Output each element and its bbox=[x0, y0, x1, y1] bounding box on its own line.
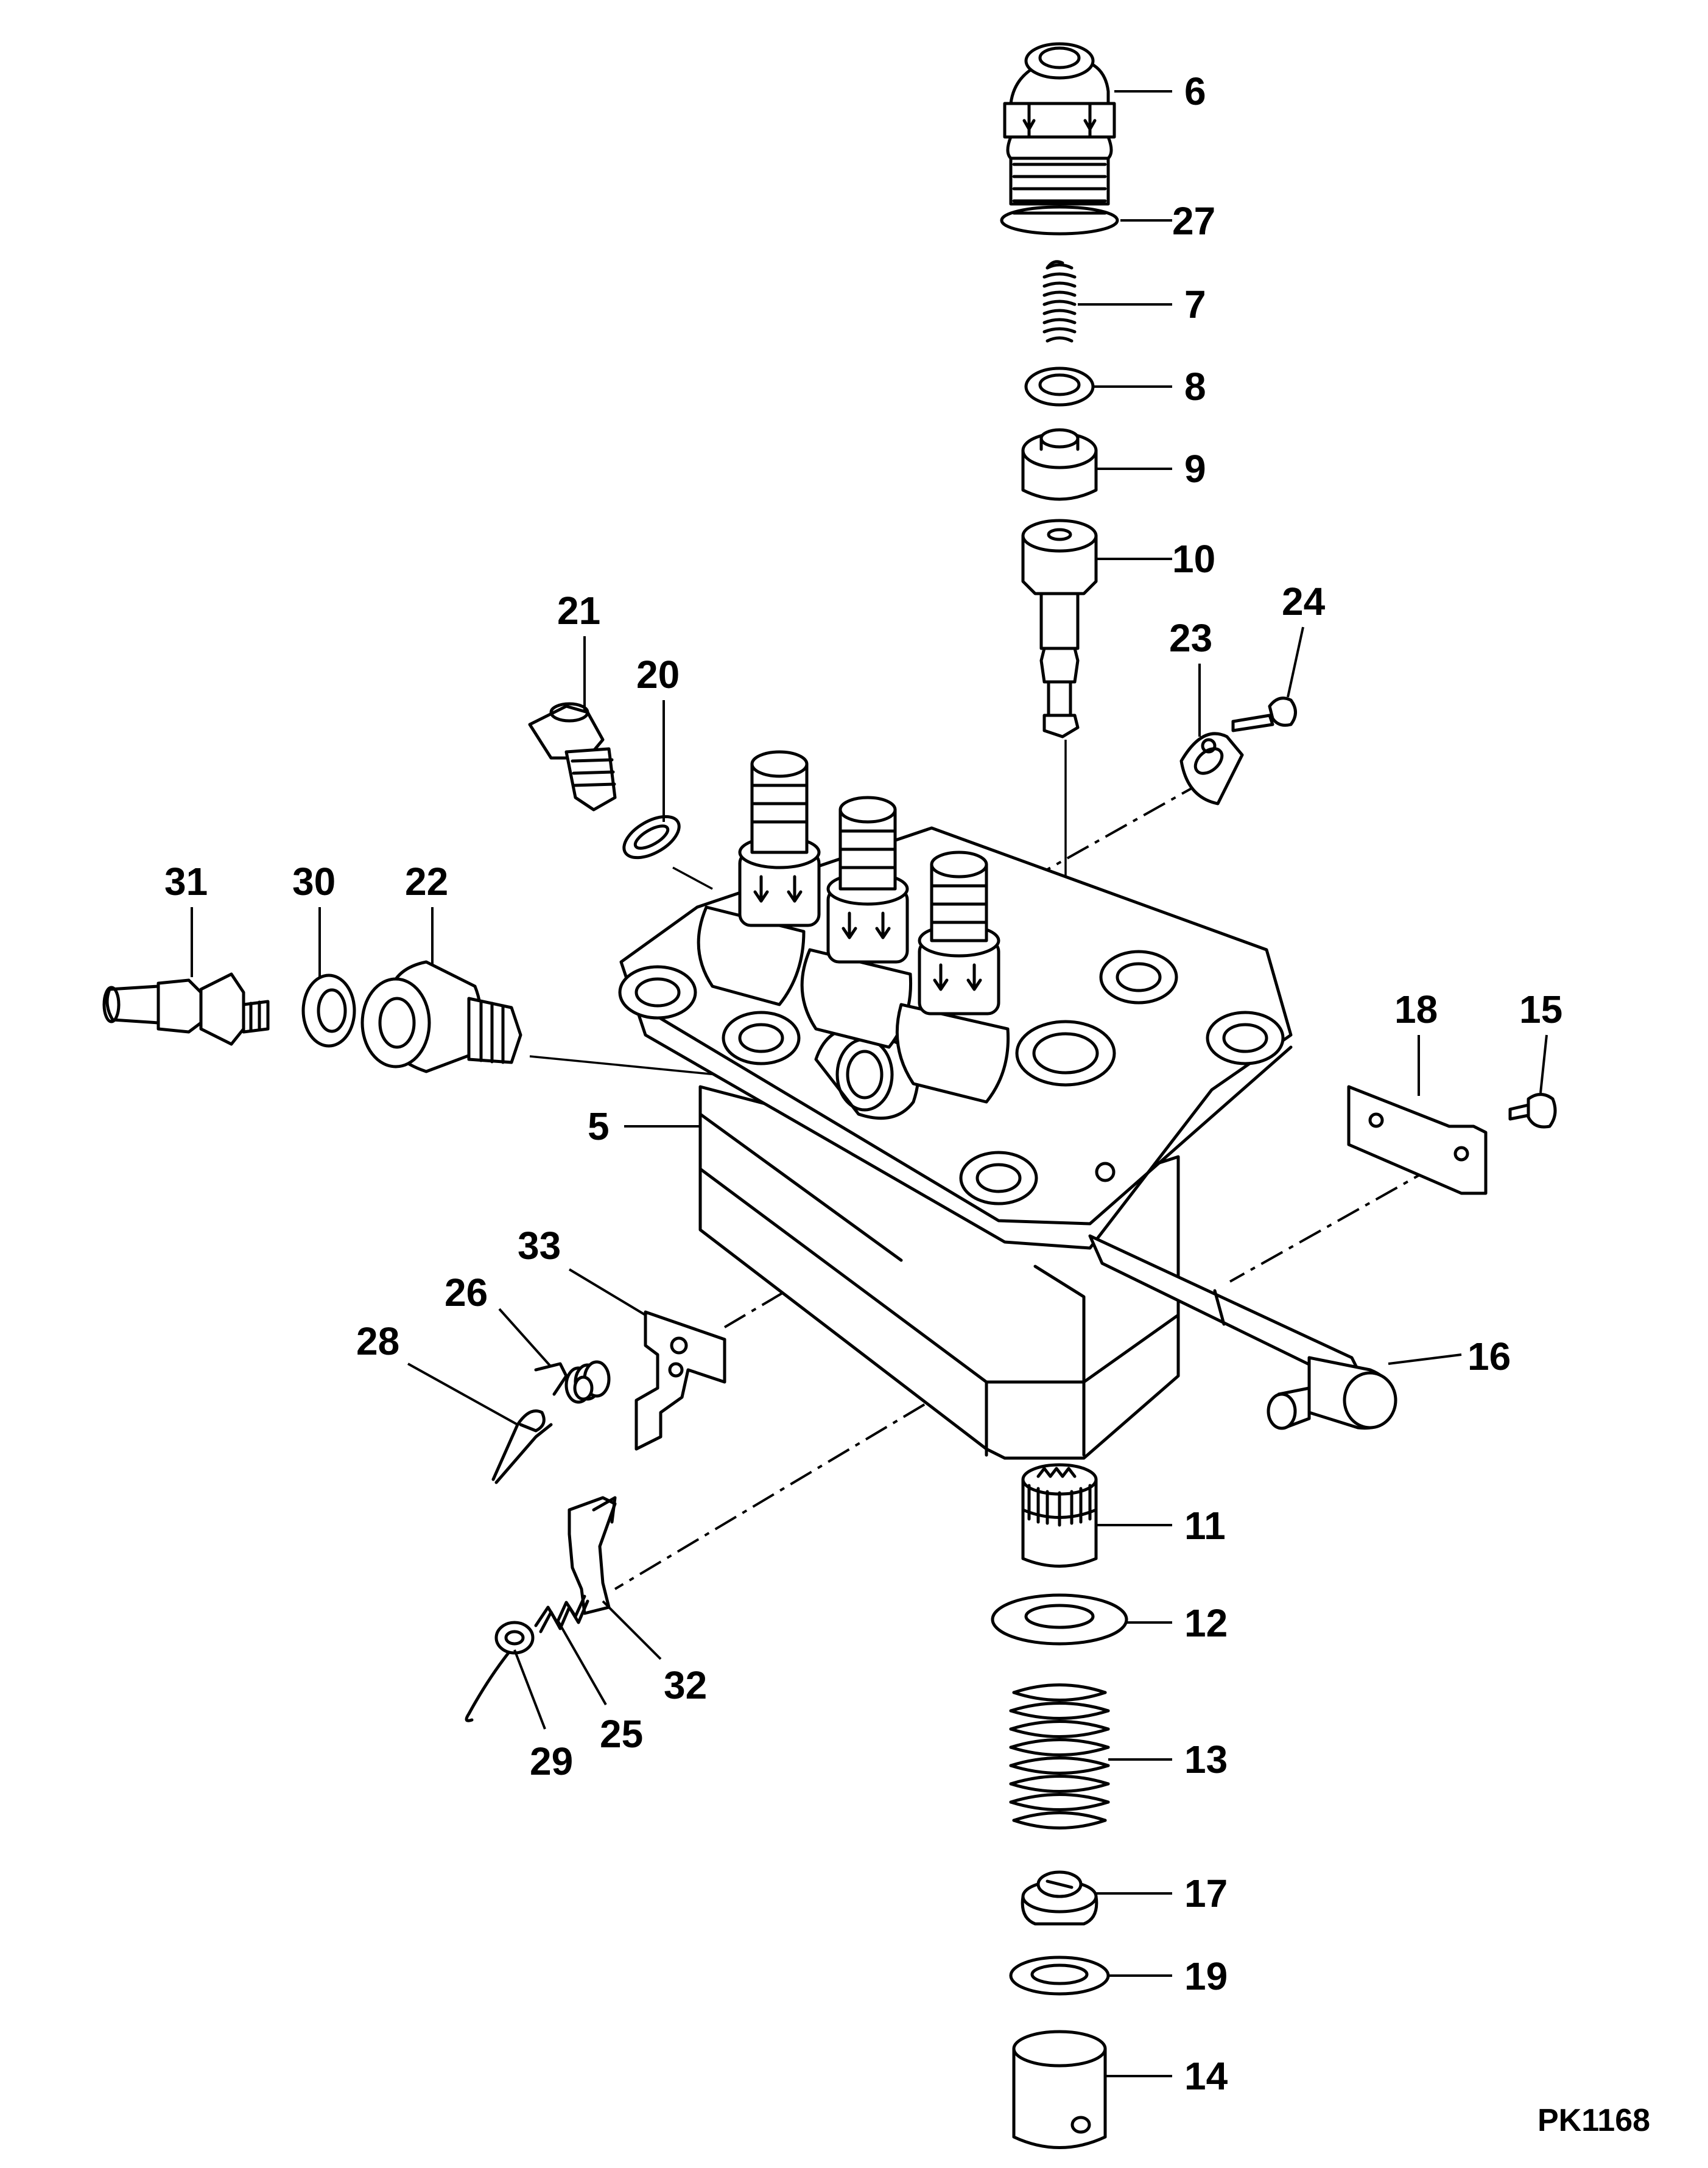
leader-lines bbox=[191, 90, 1548, 2077]
gasket-part-8 bbox=[1024, 367, 1095, 407]
shim-part-19 bbox=[1009, 1956, 1110, 1996]
callout-9: 9 bbox=[1184, 447, 1206, 491]
callout-15: 15 bbox=[1519, 988, 1562, 1031]
cover-plate-part-18 bbox=[1347, 1085, 1488, 1195]
callout-10: 10 bbox=[1172, 537, 1215, 581]
callout-18: 18 bbox=[1394, 988, 1438, 1031]
upper-spring-seat-part-12 bbox=[991, 1593, 1128, 1646]
delivery-valve-part-9 bbox=[1021, 428, 1098, 501]
center-line-20 bbox=[672, 866, 713, 890]
callout-26: 26 bbox=[445, 1271, 488, 1314]
callout-6: 6 bbox=[1184, 69, 1206, 113]
delivery-valve-holder-right bbox=[918, 851, 1000, 1016]
lever-part-33 bbox=[634, 1310, 726, 1451]
callout-24: 24 bbox=[1282, 580, 1326, 623]
screw-part-24 bbox=[1231, 696, 1297, 732]
delivery-valve-holder-part-6 bbox=[1003, 42, 1116, 215]
callout-22: 22 bbox=[405, 860, 448, 903]
lower-spring-seat-part-17 bbox=[1021, 1870, 1098, 1926]
spring-part-7 bbox=[1042, 260, 1077, 343]
callout-11: 11 bbox=[1184, 1504, 1226, 1548]
o-ring-part-27 bbox=[1000, 205, 1119, 236]
callout-8: 8 bbox=[1184, 365, 1206, 409]
plunger-part-10 bbox=[1021, 519, 1098, 738]
spring-clip-part-28 bbox=[491, 1409, 553, 1484]
circlip-part-29 bbox=[465, 1621, 535, 1722]
callout-labels: 6 27 7 8 9 10 21 20 23 24 31 30 22 18 15… bbox=[164, 69, 1562, 2098]
spring-part-26 bbox=[534, 1360, 611, 1404]
nipple-part-31 bbox=[102, 972, 270, 1046]
washer-part-20 bbox=[622, 815, 681, 860]
stop-lever-part-32 bbox=[568, 1496, 617, 1615]
callout-23: 23 bbox=[1169, 616, 1212, 660]
delivery-valve-holder-left bbox=[738, 750, 821, 927]
callout-33: 33 bbox=[518, 1224, 561, 1268]
control-sleeve-gear-part-11 bbox=[1021, 1463, 1098, 1568]
callout-28: 28 bbox=[356, 1319, 399, 1363]
callout-30: 30 bbox=[292, 860, 336, 903]
dashed-line-32 bbox=[614, 1381, 963, 1590]
delivery-valve-holder-middle bbox=[826, 796, 909, 964]
callout-27: 27 bbox=[1172, 199, 1215, 243]
callout-12: 12 bbox=[1184, 1601, 1228, 1645]
callout-25: 25 bbox=[600, 1712, 643, 1756]
callout-16: 16 bbox=[1467, 1335, 1511, 1378]
callout-31: 31 bbox=[164, 860, 208, 903]
drawing-code: PK1168 bbox=[1538, 2103, 1650, 2138]
callout-5: 5 bbox=[588, 1104, 610, 1148]
spring-part-25 bbox=[534, 1594, 589, 1633]
tappet-part-14 bbox=[1012, 2030, 1107, 2149]
washer-part-30 bbox=[301, 973, 356, 1048]
union-nut-part-22 bbox=[360, 960, 522, 1073]
plunger-spring-part-13 bbox=[1009, 1683, 1110, 1829]
screw-part-15 bbox=[1508, 1093, 1557, 1129]
callout-32: 32 bbox=[664, 1663, 707, 1707]
callout-20: 20 bbox=[636, 653, 680, 696]
air-vent-bolt-part-21 bbox=[528, 702, 617, 812]
callout-21: 21 bbox=[557, 589, 600, 633]
callout-19: 19 bbox=[1184, 1954, 1228, 1998]
callout-13: 13 bbox=[1184, 1738, 1228, 1781]
adjusting-plate-part-23 bbox=[1179, 732, 1244, 805]
control-rack-part-16 bbox=[1088, 1234, 1397, 1430]
callout-29: 29 bbox=[530, 1739, 573, 1783]
callout-7: 7 bbox=[1184, 282, 1206, 326]
callout-14: 14 bbox=[1184, 2054, 1228, 2098]
callout-17: 17 bbox=[1184, 1872, 1228, 1915]
